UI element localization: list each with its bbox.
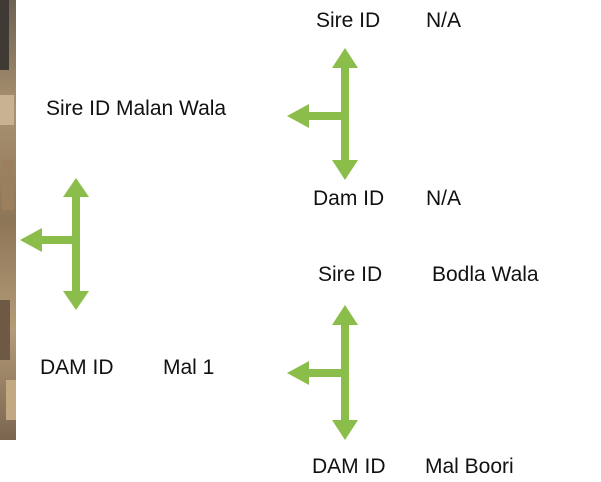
main-connector-arrow (20, 178, 89, 310)
sire-sire-value: N/A (426, 9, 462, 32)
sire-parents-arrow (287, 48, 358, 180)
dam-sire-label: Sire ID (318, 263, 383, 286)
dam-sire-value: Bodla Wala (432, 263, 539, 286)
dam-label: DAM ID (40, 356, 114, 379)
dam-dam-value: Mal Boori (425, 455, 514, 478)
animal-photo (0, 0, 16, 440)
sire-sire-label: Sire ID (316, 9, 381, 32)
sire-dam-value: N/A (426, 187, 462, 210)
dam-value: Mal 1 (163, 356, 215, 379)
dam-parents-arrow (287, 305, 358, 440)
sire-dam-label: Dam ID (313, 187, 385, 210)
sire-label: Sire ID Malan Wala (46, 97, 227, 120)
dam-dam-label: DAM ID (312, 455, 386, 478)
